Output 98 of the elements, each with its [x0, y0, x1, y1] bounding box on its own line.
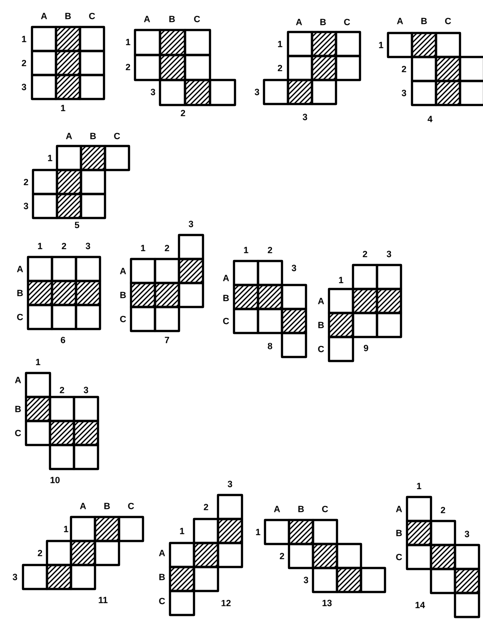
row-label: 1: [48, 154, 52, 162]
row-label: B: [17, 290, 23, 296]
column-label: B: [298, 506, 304, 512]
column-label: 3: [228, 480, 232, 488]
column-label: C: [344, 18, 350, 26]
row-label: 3: [254, 88, 260, 96]
row-label: 2: [22, 60, 26, 66]
row-label: B: [223, 294, 229, 302]
row-label: B: [15, 406, 21, 412]
figure-number: 9: [364, 344, 368, 352]
column-label: C: [114, 132, 120, 140]
column-label: A: [144, 16, 150, 22]
column-label: A: [40, 12, 47, 20]
row-label: 2: [402, 66, 406, 72]
column-label: B: [169, 16, 175, 22]
row-label: C: [120, 316, 126, 322]
column-label: 2: [268, 246, 272, 254]
column-label: 3: [188, 220, 194, 228]
row-label: 3: [402, 90, 406, 96]
column-label: B: [320, 18, 326, 26]
row-label: A: [158, 550, 165, 556]
row-label: C: [159, 598, 165, 604]
row-label: C: [396, 554, 402, 560]
row-label: B: [159, 574, 165, 580]
row-label: A: [120, 268, 126, 274]
row-label: 2: [24, 178, 28, 186]
row-label: B: [396, 530, 402, 536]
figure-number: 3: [302, 114, 308, 120]
row-label: 2: [278, 64, 282, 72]
figure-number: 2: [180, 110, 186, 116]
column-label: 1: [141, 244, 146, 252]
figure-number: 1: [61, 104, 66, 112]
column-label: 2: [440, 506, 446, 514]
figure-number: 8: [268, 342, 272, 350]
column-label: C: [322, 506, 328, 512]
column-label: 2: [164, 244, 170, 252]
figure-number: 11: [98, 596, 108, 604]
column-label: 1: [244, 246, 248, 254]
column-label: B: [104, 502, 110, 510]
column-label: 1: [339, 276, 344, 284]
row-label: 1: [64, 526, 68, 532]
figure-number: 13: [322, 600, 332, 606]
column-label: 1: [36, 358, 40, 366]
column-label: A: [396, 18, 403, 24]
column-label: 3: [84, 386, 88, 394]
row-label: 3: [12, 574, 18, 580]
column-label: A: [274, 506, 280, 512]
column-label: A: [296, 18, 302, 26]
column-label: C: [445, 18, 451, 24]
row-label: 3: [24, 202, 28, 210]
figure-number: 14: [416, 602, 425, 608]
column-label: 2: [60, 386, 64, 394]
row-label: A: [14, 376, 21, 384]
row-label: 1: [278, 40, 282, 48]
column-label: C: [194, 16, 200, 22]
row-label: 1: [256, 528, 260, 536]
row-label: B: [120, 292, 126, 298]
column-label: 3: [464, 530, 470, 538]
column-label: 3: [86, 242, 90, 250]
figure-number: 5: [74, 222, 80, 228]
row-label: 1: [126, 38, 130, 46]
column-label: 1: [38, 242, 42, 250]
column-label: 2: [204, 504, 208, 510]
row-label: C: [223, 318, 229, 324]
column-label: C: [89, 12, 95, 20]
figure-number: 12: [222, 600, 231, 606]
row-label: B: [318, 322, 324, 328]
row-label: A: [318, 298, 324, 304]
row-label: A: [16, 266, 23, 272]
row-label: 3: [304, 576, 308, 584]
figure-number: 6: [60, 336, 66, 344]
row-label: A: [396, 506, 402, 512]
row-label: C: [17, 314, 23, 320]
row-label: 1: [22, 36, 26, 42]
row-label: C: [15, 430, 21, 436]
row-label: 2: [38, 550, 42, 556]
column-label: 2: [62, 242, 66, 250]
row-label: 2: [126, 64, 130, 70]
figure-number: 10: [50, 476, 60, 484]
row-label: 2: [280, 552, 284, 560]
column-label: 1: [180, 528, 184, 534]
column-label: A: [66, 132, 72, 140]
row-label: 3: [22, 84, 26, 90]
row-label: 3: [150, 88, 156, 96]
column-label: 1: [417, 482, 422, 490]
row-label: C: [318, 346, 324, 352]
column-label: B: [65, 12, 71, 20]
column-label: 3: [292, 264, 296, 272]
column-label: A: [80, 502, 86, 510]
figure-number: 7: [164, 336, 170, 344]
column-label: 3: [386, 250, 392, 258]
column-label: 2: [362, 250, 368, 258]
column-label: C: [128, 502, 134, 510]
row-label: 1: [379, 42, 384, 48]
column-label: B: [421, 18, 427, 24]
figure-number: 4: [428, 116, 432, 122]
row-label: A: [222, 274, 229, 282]
column-label: B: [90, 132, 96, 140]
